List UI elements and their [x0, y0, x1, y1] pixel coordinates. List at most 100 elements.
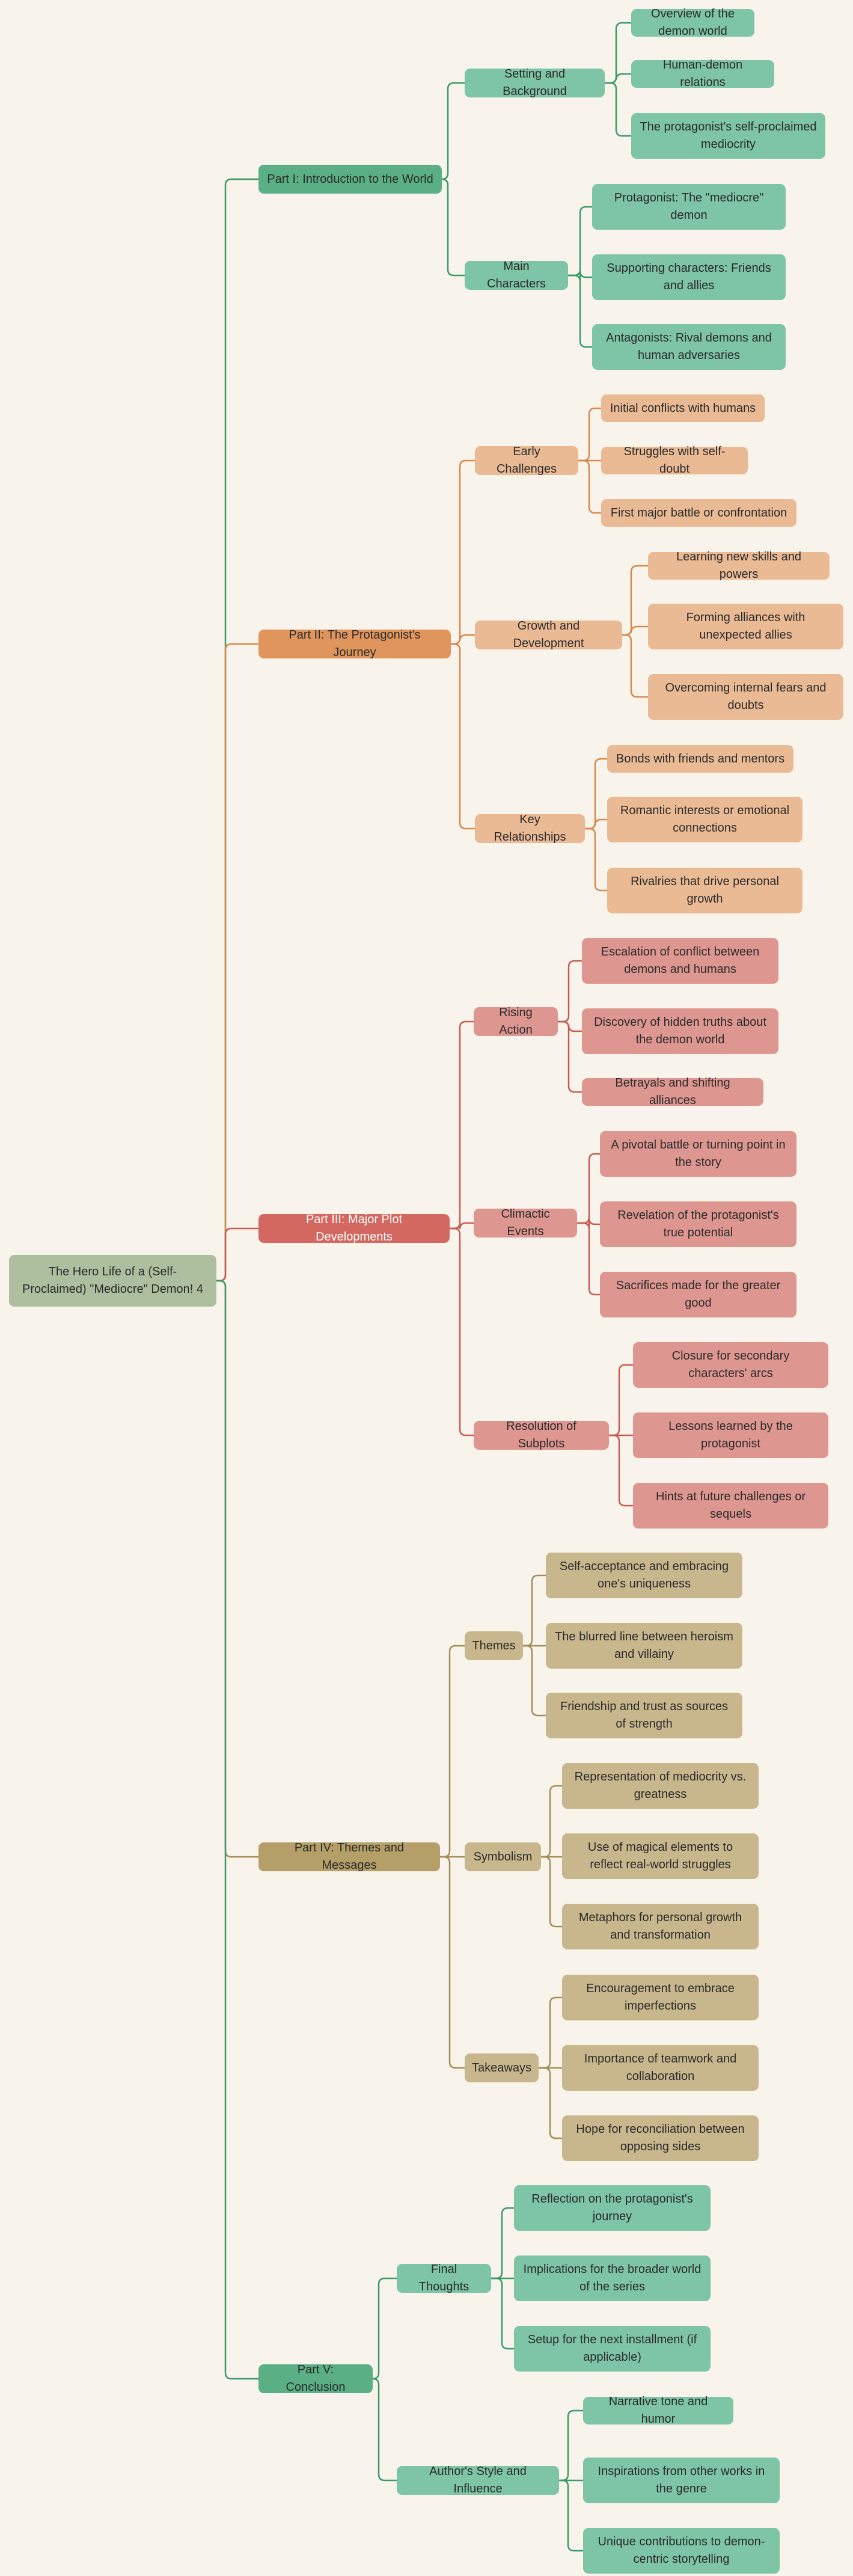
connector-part-3-to-rising-action: [450, 1020, 474, 1230]
connector-early-challenges-to-leaf-3: [578, 459, 601, 514]
leaf-node-supporting-characters-friends-and-allies[interactable]: Supporting characters: Friends and allie…: [592, 254, 786, 300]
leaf-node-revelation-of-the-protagonist-s-true-potential[interactable]: Revelation of the protagonist's true pot…: [600, 1201, 796, 1247]
leaf-node-forming-alliances-with-unexpected-allies[interactable]: Forming alliances with unexpected allies: [648, 604, 843, 649]
topic-node-final-thoughts[interactable]: Final Thoughts: [397, 2263, 491, 2293]
leaf-node-discovery-of-hidden-truths-about-the-demon-world[interactable]: Discovery of hidden truths about the dem…: [582, 1008, 778, 1054]
leaf-node-romantic-interests-or-emotional-connections[interactable]: Romantic interests or emotional connecti…: [607, 797, 803, 842]
topic-node-author-s-style-and-influence[interactable]: Author's Style and Influence: [397, 2465, 559, 2495]
connector-part-5-to-final-thoughts: [372, 2277, 397, 2380]
topic-node-symbolism[interactable]: Symbolism: [465, 1842, 541, 1871]
leaf-node-bonds-with-friends-and-mentors[interactable]: Bonds with friends and mentors: [607, 745, 793, 773]
leaf-node-importance-of-teamwork-and-collaboration[interactable]: Importance of teamwork and collaboration: [562, 2045, 759, 2091]
connector-final-thoughts-to-leaf-1: [491, 2207, 514, 2280]
connector-part-5-to-author-s-style-and-influence: [372, 2378, 397, 2482]
connector-climactic-events-to-leaf-3: [577, 1222, 600, 1296]
topic-node-takeaways[interactable]: Takeaways: [465, 2053, 539, 2082]
topic-node-growth-and-development[interactable]: Growth and Development: [475, 619, 622, 650]
leaf-node-use-of-magical-elements-to-reflect-real-world-st[interactable]: Use of magical elements to reflect real-…: [562, 1833, 759, 1879]
connector-themes-to-leaf-1: [523, 1574, 546, 1647]
leaf-node-self-acceptance-and-embracing-one-s-uniqueness[interactable]: Self-acceptance and embracing one's uniq…: [546, 1553, 742, 1598]
connector-setting-and-background-to-leaf-3: [605, 82, 631, 137]
leaf-node-friendship-and-trust-as-sources-of-strength[interactable]: Friendship and trust as sources of stren…: [546, 1693, 742, 1738]
connector-root-to-part-4: [216, 1280, 258, 1858]
leaf-node-betrayals-and-shifting-alliances[interactable]: Betrayals and shifting alliances: [582, 1076, 763, 1107]
leaf-node-inspirations-from-other-works-in-the-genre[interactable]: Inspirations from other works in the gen…: [583, 2458, 780, 2503]
topic-node-main-characters[interactable]: Main Characters: [465, 260, 568, 290]
leaf-node-hope-for-reconciliation-between-opposing-sides[interactable]: Hope for reconciliation between opposing…: [562, 2115, 759, 2161]
connector-rising-action-to-leaf-2: [558, 1020, 582, 1032]
connector-part-4-to-themes: [440, 1645, 465, 1858]
connector-final-thoughts-to-leaf-3: [491, 2277, 514, 2350]
leaf-node-narrative-tone-and-humor[interactable]: Narrative tone and humor: [583, 2395, 733, 2426]
leaf-node-struggles-with-self-doubt[interactable]: Struggles with self-doubt: [601, 445, 748, 476]
topic-node-themes[interactable]: Themes: [465, 1631, 523, 1660]
leaf-node-escalation-of-conflict-between-demons-and-humans[interactable]: Escalation of conflict between demons an…: [582, 938, 778, 984]
connector-early-challenges-to-leaf-1: [578, 407, 601, 462]
leaf-node-unique-contributions-to-demon-centric-storytelli[interactable]: Unique contributions to demon-centric st…: [583, 2528, 780, 2574]
leaf-node-overcoming-internal-fears-and-doubts[interactable]: Overcoming internal fears and doubts: [648, 674, 843, 720]
connector-root-to-part-1: [216, 178, 258, 1282]
connector-part-2-to-early-challenges: [451, 459, 475, 645]
leaf-node-human-demon-relations[interactable]: Human-demon relations: [631, 58, 774, 89]
topic-node-setting-and-background[interactable]: Setting and Background: [465, 67, 605, 98]
connector-author-s-style-and-influence-to-leaf-1: [559, 2409, 583, 2482]
topic-node-rising-action[interactable]: Rising Action: [474, 1006, 558, 1037]
connector-setting-and-background-to-leaf-2: [605, 73, 631, 84]
connector-part-2-to-growth-and-development: [451, 634, 475, 645]
leaf-node-closure-for-secondary-characters-arcs[interactable]: Closure for secondary characters' arcs: [633, 1342, 828, 1388]
connector-part-4-to-takeaways: [440, 1856, 465, 2069]
leaf-node-protagonist-the-mediocre-demon[interactable]: Protagonist: The "mediocre" demon: [592, 184, 786, 230]
connector-symbolism-to-leaf-1: [541, 1785, 562, 1858]
connector-growth-and-development-to-leaf-1: [622, 565, 648, 636]
leaf-node-overview-of-the-demon-world[interactable]: Overview of the demon world: [631, 7, 754, 38]
part-node-3[interactable]: Part III: Major Plot Developments: [258, 1213, 450, 1244]
connector-resolution-of-subplots-to-leaf-3: [609, 1434, 633, 1507]
part-node-1[interactable]: Part I: Introduction to the World: [258, 165, 442, 194]
leaf-node-lessons-learned-by-the-protagonist[interactable]: Lessons learned by the protagonist: [633, 1412, 828, 1458]
topic-node-resolution-of-subplots[interactable]: Resolution of Subplots: [474, 1420, 609, 1450]
leaf-node-metaphors-for-personal-growth-and-transformation[interactable]: Metaphors for personal growth and transf…: [562, 1904, 759, 1949]
part-node-4[interactable]: Part IV: Themes and Messages: [258, 1841, 440, 1872]
leaf-node-hints-at-future-challenges-or-sequels[interactable]: Hints at future challenges or sequels: [633, 1483, 828, 1529]
leaf-node-reflection-on-the-protagonist-s-journey[interactable]: Reflection on the protagonist's journey: [514, 2185, 711, 2231]
leaf-node-setup-for-the-next-installment-if-applicable[interactable]: Setup for the next installment (if appli…: [514, 2326, 711, 2372]
connector-root-to-part-5: [216, 1280, 258, 2380]
connector-author-s-style-and-influence-to-leaf-3: [559, 2479, 583, 2552]
topic-node-early-challenges[interactable]: Early Challenges: [475, 445, 578, 476]
connector-main-characters-to-leaf-1: [568, 206, 592, 277]
connector-growth-and-development-to-leaf-2: [622, 625, 648, 636]
leaf-node-sacrifices-made-for-the-greater-good[interactable]: Sacrifices made for the greater good: [600, 1272, 796, 1317]
connector-root-to-part-2: [216, 643, 258, 1282]
connector-climactic-events-to-leaf-1: [577, 1153, 600, 1224]
part-node-2[interactable]: Part II: The Protagonist's Journey: [258, 628, 451, 659]
connector-rising-action-to-leaf-1: [558, 960, 582, 1023]
leaf-node-first-major-battle-or-confrontation[interactable]: First major battle or confrontation: [601, 499, 796, 527]
topic-node-climactic-events[interactable]: Climactic Events: [474, 1207, 577, 1238]
connector-main-characters-to-leaf-3: [568, 274, 592, 348]
leaf-node-encouragement-to-embrace-imperfections[interactable]: Encouragement to embrace imperfections: [562, 1975, 759, 2020]
part-node-5[interactable]: Part V: Conclusion: [258, 2363, 373, 2394]
connector-part-1-to-main-characters: [441, 178, 465, 277]
connector-root-to-part-3: [216, 1227, 258, 1282]
leaf-node-the-blurred-line-between-heroism-and-villainy[interactable]: The blurred line between heroism and vil…: [546, 1623, 742, 1669]
connector-symbolism-to-leaf-3: [541, 1856, 562, 1928]
leaf-node-antagonists-rival-demons-and-human-adversaries[interactable]: Antagonists: Rival demons and human adve…: [592, 324, 786, 370]
connector-part-2-to-key-relationships: [451, 643, 475, 830]
leaf-node-learning-new-skills-and-powers[interactable]: Learning new skills and powers: [648, 550, 830, 581]
connector-key-relationships-to-leaf-2: [585, 818, 607, 830]
connector-takeaways-to-leaf-3: [539, 2067, 562, 2139]
leaf-node-the-protagonist-s-self-proclaimed-mediocrity[interactable]: The protagonist's self-proclaimed medioc…: [631, 113, 825, 159]
leaf-node-representation-of-mediocrity-vs-greatness[interactable]: Representation of mediocrity vs. greatne…: [562, 1763, 759, 1809]
connector-part-3-to-resolution-of-subplots: [450, 1227, 474, 1437]
root-node[interactable]: The Hero Life of a (Self-Proclaimed) "Me…: [9, 1255, 216, 1307]
connector-part-1-to-setting-and-background: [441, 82, 465, 180]
topic-node-key-relationships[interactable]: Key Relationships: [475, 813, 585, 844]
leaf-node-a-pivotal-battle-or-turning-point-in-the-story[interactable]: A pivotal battle or turning point in the…: [600, 1131, 796, 1177]
connector-key-relationships-to-leaf-3: [585, 827, 607, 892]
leaf-node-initial-conflicts-with-humans[interactable]: Initial conflicts with humans: [601, 394, 765, 422]
leaf-node-rivalries-that-drive-personal-growth[interactable]: Rivalries that drive personal growth: [607, 868, 803, 913]
leaf-node-implications-for-the-broader-world-of-the-series[interactable]: Implications for the broader world of th…: [514, 2256, 711, 2301]
connector-growth-and-development-to-leaf-3: [622, 634, 648, 698]
